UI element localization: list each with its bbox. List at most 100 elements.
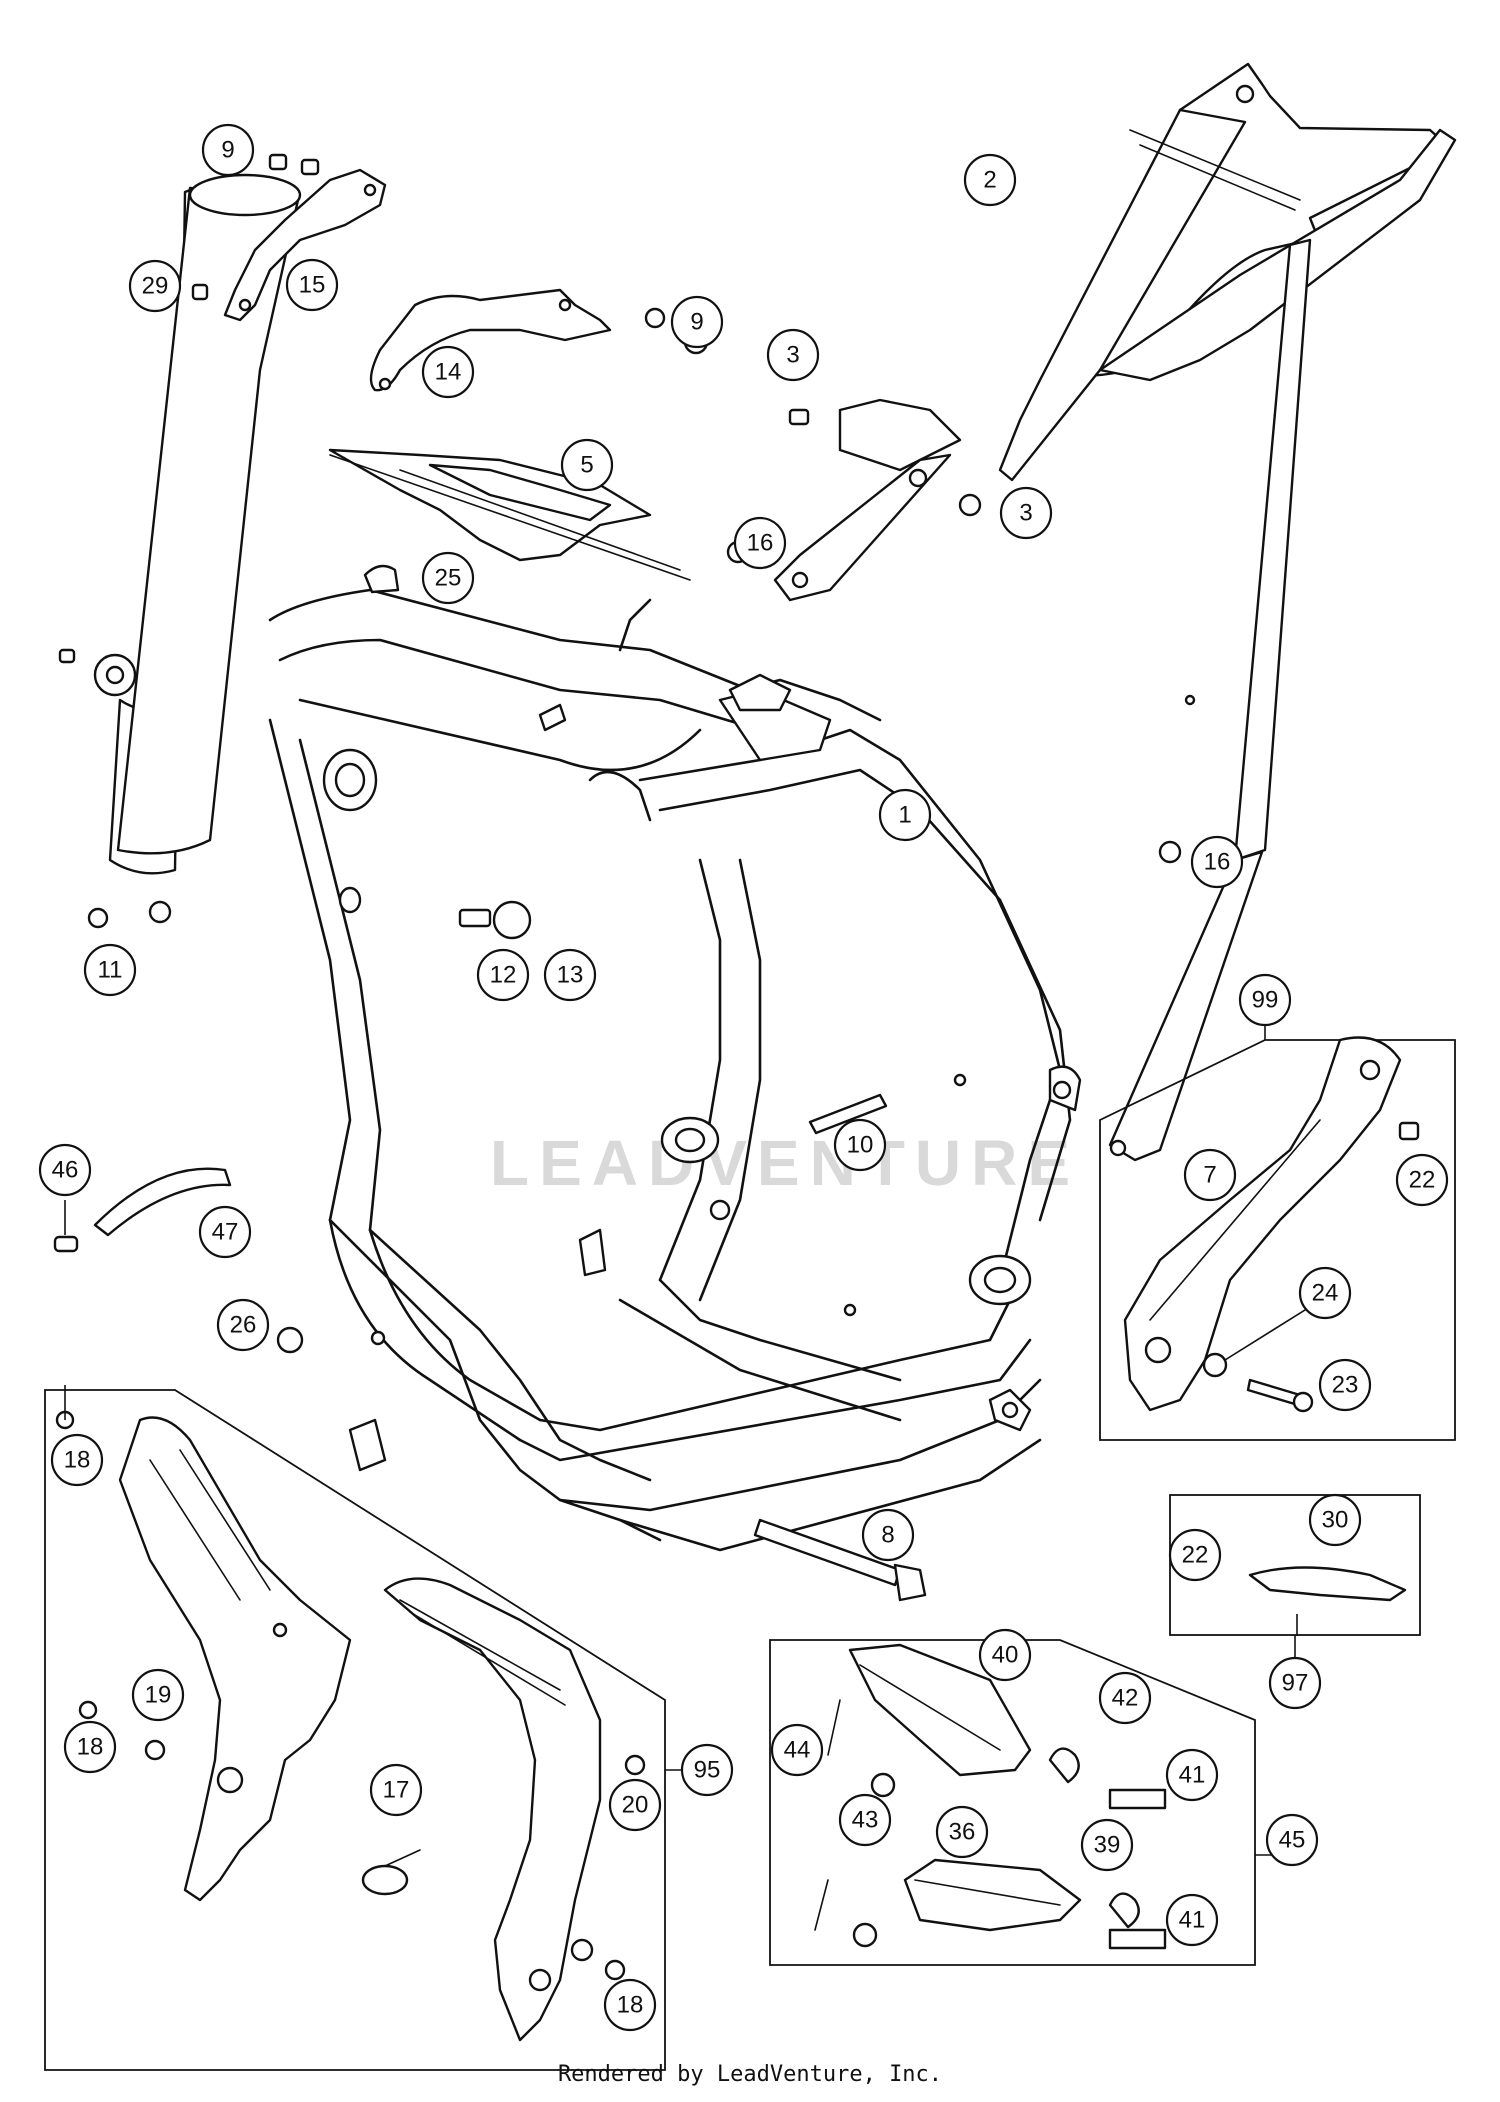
callout-18[interactable]: 18: [50, 1433, 104, 1487]
callout-23[interactable]: 23: [1318, 1358, 1372, 1412]
plate-part-5[interactable]: [328, 448, 691, 581]
callout-9[interactable]: 9: [670, 295, 724, 349]
callout-label: 14: [435, 359, 462, 386]
callout-97[interactable]: 97: [1268, 1656, 1322, 1710]
callout-circle: [560, 438, 614, 492]
callout-36[interactable]: 36: [935, 1805, 989, 1859]
callout-label: 29: [142, 273, 169, 300]
callout-label: 18: [77, 1734, 104, 1761]
callout-circle: [733, 516, 787, 570]
pin-part-10[interactable]: [808, 1093, 888, 1135]
subframe-part-2[interactable]: [773, 62, 1457, 1162]
callout-label: 23: [1332, 1372, 1359, 1399]
callout-circle: [1308, 1493, 1362, 1547]
clip-part-25[interactable]: [363, 564, 400, 594]
callout-circle: [1098, 1671, 1152, 1725]
callout-47[interactable]: 47: [198, 1205, 252, 1259]
callout-17[interactable]: 17: [369, 1763, 423, 1817]
callout-label: 9: [221, 137, 234, 164]
callout-circle: [838, 1793, 892, 1847]
connector-part-46[interactable]: [53, 1200, 79, 1253]
callout-99[interactable]: 99: [1238, 973, 1292, 1027]
callout-label: 39: [1094, 1832, 1121, 1859]
callout-2[interactable]: 2: [963, 153, 1017, 207]
frame-protector-left[interactable]: [118, 1416, 352, 1902]
callout-41[interactable]: 41: [1165, 1748, 1219, 1802]
callout-22[interactable]: 22: [1168, 1528, 1222, 1582]
callout-9[interactable]: 9: [201, 123, 255, 177]
callout-label: 3: [786, 342, 799, 369]
callout-16[interactable]: 16: [733, 516, 787, 570]
callout-label: 45: [1279, 1827, 1306, 1854]
callout-circle: [198, 1205, 252, 1259]
callout-95[interactable]: 95: [680, 1743, 734, 1797]
frame-protector-right[interactable]: [383, 1577, 602, 2042]
callout-7[interactable]: 7: [1183, 1148, 1237, 1202]
callout-24[interactable]: 24: [1298, 1266, 1352, 1320]
callout-16[interactable]: 16: [1190, 835, 1244, 889]
callout-44[interactable]: 44: [770, 1723, 824, 1777]
callout-label: 8: [881, 1522, 894, 1549]
callout-label: 9: [690, 309, 703, 336]
callout-8[interactable]: 8: [861, 1508, 915, 1562]
callout-label: 24: [1312, 1280, 1339, 1307]
bolt-part-8[interactable]: [753, 1518, 927, 1602]
callout-13[interactable]: 13: [543, 948, 597, 1002]
footpeg-part-40[interactable]: [848, 1643, 1032, 1798]
callout-label: 18: [617, 1992, 644, 2019]
callout-15[interactable]: 15: [285, 258, 339, 312]
callout-circle: [1183, 1148, 1237, 1202]
callout-circle: [476, 948, 530, 1002]
callout-10[interactable]: 10: [833, 1118, 887, 1172]
callout-circle: [766, 328, 820, 382]
callout-circle: [603, 1978, 657, 2032]
callout-circle: [38, 1143, 92, 1197]
callout-43[interactable]: 43: [838, 1793, 892, 1847]
callout-30[interactable]: 30: [1308, 1493, 1362, 1547]
callout-29[interactable]: 29: [128, 259, 182, 313]
callout-label: 95: [694, 1757, 721, 1784]
credit-text: Rendered by LeadVenture, Inc.: [557, 2062, 943, 2087]
cable-tie-part-17[interactable]: [361, 1849, 421, 1896]
bracket-part-14[interactable]: [369, 288, 612, 392]
main-frame-part-1[interactable]: [108, 173, 1082, 1552]
callout-19[interactable]: 19: [131, 1668, 185, 1722]
callout-label: 15: [299, 272, 326, 299]
callout-label: 17: [383, 1777, 410, 1804]
callout-circle: [1190, 835, 1244, 889]
callout-42[interactable]: 42: [1098, 1671, 1152, 1725]
slider-part-30[interactable]: [1248, 1566, 1407, 1602]
callout-label: 22: [1409, 1167, 1436, 1194]
callout-26[interactable]: 26: [216, 1298, 270, 1352]
callout-18[interactable]: 18: [63, 1720, 117, 1774]
callout-11[interactable]: 11: [83, 943, 137, 997]
callout-25[interactable]: 25: [421, 551, 475, 605]
footpeg-part-36[interactable]: [852, 1858, 1082, 1948]
callout-3[interactable]: 3: [999, 486, 1053, 540]
callout-label: 10: [847, 1132, 874, 1159]
callout-5[interactable]: 5: [560, 438, 614, 492]
callout-14[interactable]: 14: [421, 345, 475, 399]
callout-46[interactable]: 46: [38, 1143, 92, 1197]
callout-1[interactable]: 1: [878, 788, 932, 842]
callout-label: 46: [52, 1157, 79, 1184]
callout-label: 19: [145, 1682, 172, 1709]
callout-18[interactable]: 18: [603, 1978, 657, 2032]
callout-label: 43: [852, 1807, 879, 1834]
callout-label: 42: [1112, 1685, 1139, 1712]
callout-circle: [878, 788, 932, 842]
callout-12[interactable]: 12: [476, 948, 530, 1002]
hose-part-47[interactable]: [93, 1167, 232, 1237]
callout-label: 25: [435, 565, 462, 592]
callout-22[interactable]: 22: [1395, 1153, 1449, 1207]
callout-label: 22: [1182, 1542, 1209, 1569]
bracket-part-15[interactable]: [223, 168, 387, 322]
callout-20[interactable]: 20: [608, 1778, 662, 1832]
springs-and-pins[interactable]: [814, 1699, 1167, 1950]
callout-39[interactable]: 39: [1080, 1818, 1134, 1872]
callout-45[interactable]: 45: [1265, 1813, 1319, 1867]
callout-3[interactable]: 3: [766, 328, 820, 382]
chain-guide-part-7[interactable]: [1123, 1036, 1402, 1412]
callout-41[interactable]: 41: [1165, 1893, 1219, 1947]
callout-40[interactable]: 40: [978, 1628, 1032, 1682]
